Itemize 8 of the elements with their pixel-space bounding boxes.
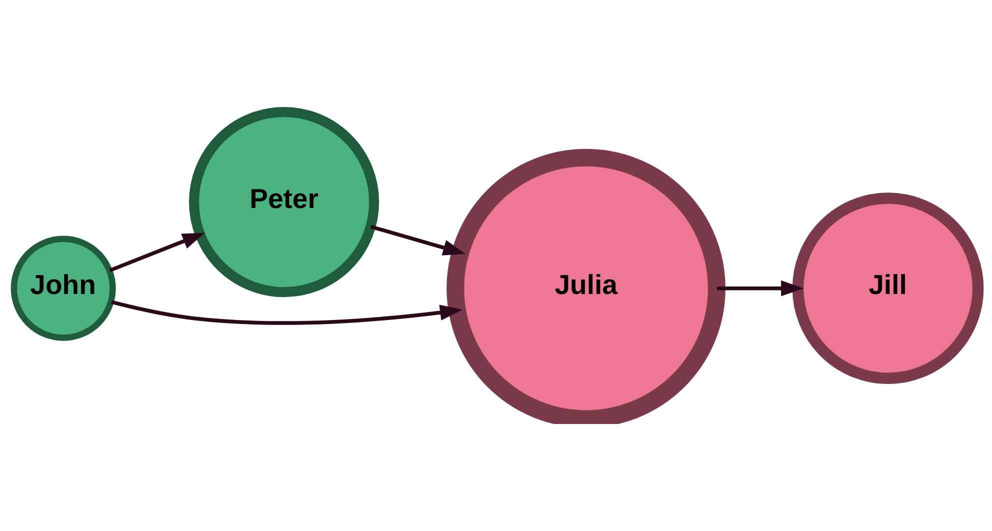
arrow xyxy=(370,224,466,256)
node-circle: Peter xyxy=(189,107,380,298)
arrow xyxy=(716,280,804,296)
arrow xyxy=(111,300,463,325)
arrow xyxy=(109,232,205,272)
node-circle: John xyxy=(10,236,116,341)
node-circle: Julia xyxy=(446,148,726,424)
node-circle: Jill xyxy=(792,192,984,384)
